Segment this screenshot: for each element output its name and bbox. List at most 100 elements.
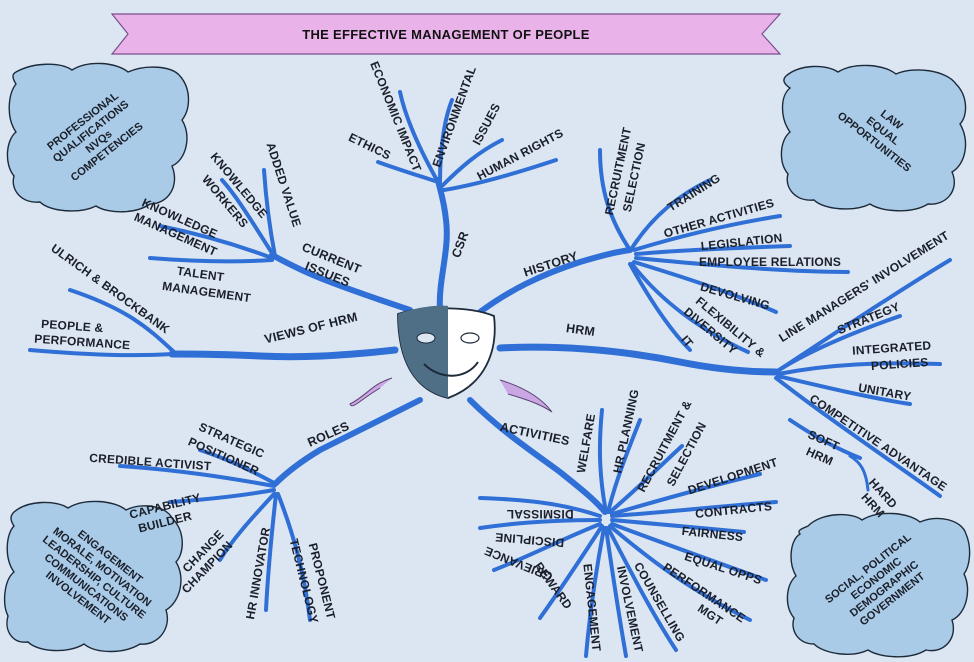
sub-branch	[630, 178, 712, 250]
mask-eye	[416, 332, 436, 344]
sub-branch	[610, 518, 746, 534]
sub-branch	[604, 526, 628, 658]
roles-sub-branches	[118, 448, 312, 622]
label-contracts: CONTRACTS	[694, 499, 772, 521]
mask-ribbon	[349, 377, 393, 407]
sub-branch	[597, 408, 608, 514]
sub-branch	[148, 256, 274, 264]
label-employee-relations: EMPLOYEE RELATIONS	[699, 255, 841, 269]
sub-branch	[478, 496, 602, 518]
sub-branch	[438, 98, 454, 184]
label-dismissal: DISMISSAL	[506, 507, 573, 521]
cloud-shape	[786, 512, 971, 658]
hrm-sub-branches	[774, 258, 952, 498]
title-banner: THE EFFECTIVE MANAGEMENT OF PEOPLE	[110, 13, 782, 55]
sub-branch	[630, 262, 750, 354]
sub-branch	[606, 418, 642, 514]
sub-branch	[440, 138, 504, 188]
history-sub-branches	[598, 148, 850, 354]
sub-branch	[398, 90, 440, 184]
sub-branch	[788, 418, 862, 460]
label-talent: TALENT	[176, 264, 226, 285]
branch-csr	[435, 177, 450, 313]
label-engagement: ENGAGEMENT	[580, 563, 603, 652]
sub-branch	[632, 260, 778, 314]
label-views-of-hrm: VIEWS OF HRM	[263, 310, 359, 347]
label-talent-mgmt: MANAGEMENT	[161, 279, 252, 305]
main-branches	[168, 177, 780, 515]
current-issues-sub-branches	[148, 168, 277, 264]
sub-branch	[776, 361, 942, 376]
banner-ribbon	[110, 13, 782, 55]
sub-branch	[610, 472, 762, 516]
label-csr: CSR	[449, 230, 471, 260]
label-integrated: INTEGRATED	[852, 338, 932, 357]
sub-branch	[492, 522, 602, 572]
page-title: THE EFFECTIVE MANAGEMENT OF PEOPLE	[302, 27, 590, 42]
branch-current-issues	[269, 252, 413, 313]
sub-branch	[628, 262, 692, 352]
sub-branch	[774, 376, 942, 498]
sub-branch	[538, 524, 604, 620]
label-people-performance: PEOPLE &	[41, 317, 104, 335]
sub-branch	[478, 518, 602, 530]
sub-branch	[220, 178, 276, 258]
label-activities: ACTIVITIES	[499, 420, 571, 448]
sub-branch	[118, 464, 276, 488]
sub-branch	[774, 314, 902, 374]
branch-hrm	[496, 343, 780, 376]
sub-branch	[610, 522, 768, 582]
sub-branch	[634, 256, 850, 274]
label-environmental: ENVIRONMENTAL	[429, 64, 479, 169]
sub-branch	[262, 168, 277, 258]
sub-branch	[376, 160, 440, 184]
branch-roles	[272, 397, 423, 487]
activities-sub-branches	[478, 408, 778, 658]
sub-branch	[68, 288, 176, 354]
sub-branch	[608, 444, 684, 514]
cloud-bottom-left: ENGAGEMENT MORALE, MOTIVATION LEADERSHIP…	[3, 500, 183, 653]
sub-branch	[608, 524, 752, 622]
theatre-mask-icon	[349, 305, 553, 413]
label-fairness: FAIRNESS	[681, 524, 744, 544]
cloud-bottom-right: SOCIAL, POLITICAL ECONOMIC DEMOGRAPHIC G…	[786, 512, 971, 658]
sub-branch	[848, 454, 870, 492]
sub-branch	[632, 214, 782, 252]
sub-branch	[610, 500, 778, 518]
csr-sub-branches	[376, 90, 558, 192]
label-it: IT	[678, 333, 696, 351]
sub-branch	[28, 348, 176, 358]
branch-views-of-hrm	[168, 346, 399, 361]
views-sub-branches	[28, 288, 176, 358]
label-development: DEVELOPMENT	[686, 455, 780, 497]
mask-smile	[423, 361, 479, 377]
mask-ribbon	[499, 379, 553, 413]
cloud-top-left: PROFESSIONAL QUALIFICATIONS NVQs COMPETE…	[6, 62, 190, 213]
label-welfare: WELFARE	[574, 413, 598, 475]
cloud-top-right: LAW EQUAL OPPORTUNITIES	[780, 64, 967, 212]
sub-branch	[264, 492, 278, 612]
branch-history	[477, 247, 633, 315]
sub-branch	[606, 526, 678, 652]
label-ethics: ETHICS	[346, 130, 393, 162]
label-discipline: DISCIPLINE	[495, 530, 565, 550]
label-policies: POLICIES	[870, 355, 928, 373]
label-people-performance: PERFORMANCE	[34, 332, 131, 353]
label-legislation: LEGISLATION	[700, 231, 783, 253]
sub-branch	[598, 148, 632, 252]
sub-branch	[584, 526, 606, 658]
mask-eye	[460, 332, 480, 344]
cloud-shape	[3, 500, 183, 653]
sub-branch	[442, 158, 558, 192]
mask-shadow	[398, 305, 448, 398]
sub-branch	[198, 448, 278, 486]
branch-activities	[467, 397, 608, 515]
cloud-shape	[6, 62, 190, 213]
sub-branch	[158, 224, 274, 260]
sub-branch	[276, 492, 312, 622]
cloud-shape	[780, 64, 967, 212]
sub-branch	[168, 488, 276, 504]
sub-branch	[634, 244, 792, 256]
